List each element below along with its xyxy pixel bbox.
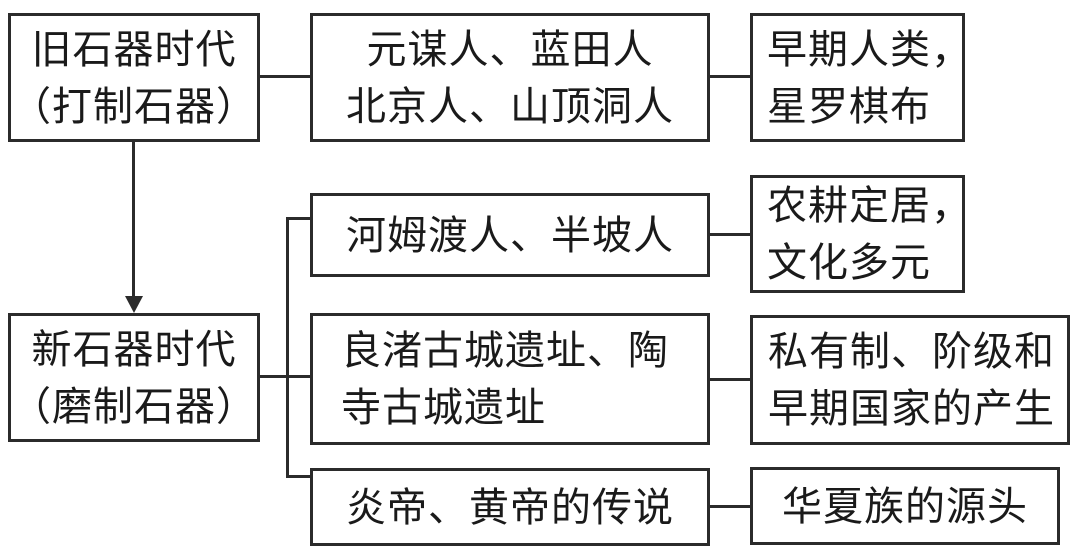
connector-neolithic-to-trunk bbox=[260, 375, 310, 378]
box-neolithic-era-line1: 新石器时代 bbox=[31, 326, 237, 372]
connector-liangzhu-to-state bbox=[710, 378, 750, 381]
box-state-trait: 私有制、阶级和 早期国家的产生 bbox=[750, 315, 1070, 445]
box-huaxia-origin: 华夏族的源头 bbox=[750, 467, 1060, 545]
box-neolithic-era: 新石器时代 （磨制石器） bbox=[8, 313, 260, 442]
branch-to-hemudu bbox=[286, 217, 310, 220]
box-liangzhu-taosi: 良渚古城遗址、陶 寺古城遗址 bbox=[310, 313, 710, 445]
arrow-down-stem bbox=[132, 142, 135, 298]
connector-paleolithic-to-people bbox=[260, 75, 310, 78]
connector-people-to-trait bbox=[710, 75, 750, 78]
box-yan-huang-legend: 炎帝、黄帝的传说 bbox=[310, 468, 710, 546]
arrow-down-icon bbox=[125, 296, 143, 313]
connector-hemudu-to-farming bbox=[710, 233, 750, 236]
branch-to-yan-huang bbox=[286, 475, 310, 478]
box-paleolithic-era-line2: （打制石器） bbox=[11, 83, 257, 129]
branch-trunk bbox=[286, 217, 289, 478]
box-paleolithic-era-line1: 旧石器时代 bbox=[31, 26, 237, 72]
box-yan-huang-legend-line1: 炎帝、黄帝的传说 bbox=[346, 484, 674, 530]
box-paleolithic-trait-line2: 星罗棋布 bbox=[767, 83, 931, 129]
box-paleolithic-people-line2: 北京人、山顶洞人 bbox=[346, 83, 674, 129]
box-farming-trait: 农耕定居， 文化多元 bbox=[750, 175, 971, 293]
box-neolithic-era-line2: （磨制石器） bbox=[11, 383, 257, 429]
box-paleolithic-people-line1: 元谋人、蓝田人 bbox=[366, 26, 654, 72]
box-paleolithic-trait: 早期人类， 星罗棋布 bbox=[750, 13, 971, 142]
box-state-trait-line1: 私有制、阶级和 bbox=[768, 329, 1055, 374]
box-paleolithic-trait-line1: 早期人类， bbox=[767, 26, 972, 72]
box-liangzhu-taosi-line2: 寺古城遗址 bbox=[341, 385, 546, 430]
box-hemudu-banpo: 河姆渡人、半坡人 bbox=[310, 193, 710, 277]
box-liangzhu-taosi-line1: 良渚古城遗址、陶 bbox=[341, 328, 669, 373]
connector-legend-to-huaxia bbox=[710, 505, 750, 508]
box-huaxia-origin-line1: 华夏族的源头 bbox=[782, 483, 1028, 529]
box-paleolithic-people: 元谋人、蓝田人 北京人、山顶洞人 bbox=[310, 13, 710, 142]
box-paleolithic-era: 旧石器时代 （打制石器） bbox=[8, 13, 260, 142]
box-hemudu-banpo-line1: 河姆渡人、半坡人 bbox=[346, 212, 674, 258]
box-farming-trait-line1: 农耕定居， bbox=[767, 183, 972, 228]
box-farming-trait-line2: 文化多元 bbox=[767, 240, 931, 285]
box-state-trait-line2: 早期国家的产生 bbox=[768, 386, 1055, 431]
